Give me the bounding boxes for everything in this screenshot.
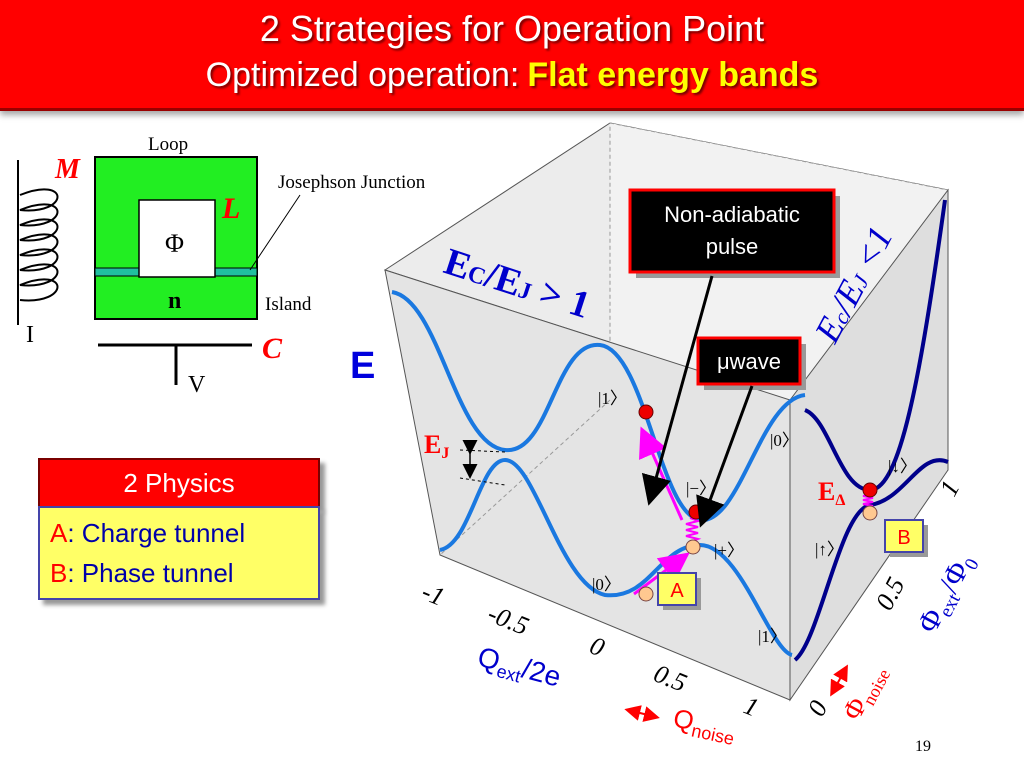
slide-title: 2 Strategies for Operation Point (259, 8, 765, 49)
q-tick-0: -1 (418, 577, 449, 612)
state-phase-up: |↑〉 (815, 540, 844, 559)
phi-tick-1: 0.5 (870, 573, 911, 615)
page-number: 19 (915, 738, 931, 755)
pulse-box (628, 188, 836, 274)
charge-band-lower (439, 457, 793, 657)
dot-red-b (862, 482, 878, 498)
mwave-label: μwave (717, 349, 781, 374)
circuit-schematic: M I Φ n Loop L Josephson Junction Island… (17, 134, 426, 398)
state-left-lower: |0〉 (592, 575, 621, 594)
state-right-lower: |1〉 (758, 627, 787, 646)
dot-red-mid (688, 504, 704, 520)
point-b-label: B (897, 527, 910, 549)
phi-tick-2: 1 (934, 476, 966, 501)
coil (17, 160, 59, 325)
energy-axis-label: E (350, 345, 375, 387)
junction-pointer (249, 194, 301, 271)
title-bar: 2 Strategies for Operation Point Optimiz… (0, 0, 1024, 111)
mwave-box (696, 336, 802, 386)
physics-item-b: B: Phase tunnel (50, 558, 234, 589)
flux-box (138, 199, 216, 278)
island-symbol: n (168, 288, 181, 314)
label-v: V (188, 372, 206, 398)
point-b-box (884, 519, 924, 553)
ej-dash-lower (459, 477, 506, 486)
physics-list: A: Charge tunnel B: Phase tunnel (38, 506, 320, 600)
state-right-upper: |0〉 (770, 431, 799, 450)
label-l: L (221, 192, 240, 225)
label-c: C (262, 332, 283, 365)
q-tick-1: -0.5 (484, 599, 533, 641)
q-noise-label: Qnoise (670, 703, 739, 749)
state-left-upper: |1〉 (598, 389, 627, 408)
phi-noise-arrow (830, 664, 848, 697)
state-mid-plus: |+〉 (714, 541, 744, 560)
ej-label: EJ (424, 430, 449, 462)
pulse-pointer-1 (641, 275, 714, 506)
state-mid-minus: |−〉 (686, 479, 716, 498)
q-axis-label: Qext/2e (473, 641, 564, 697)
q-noise-arrow (624, 705, 660, 722)
dot-peach-a (638, 586, 654, 602)
junction-label: Josephson Junction (278, 172, 426, 193)
loop-label: Loop (148, 134, 188, 155)
dot-peach-mid (685, 539, 701, 555)
physics-key-b: B (50, 558, 68, 588)
flux-symbol: Φ (165, 229, 184, 258)
physics-item-a: A: Charge tunnel (50, 518, 245, 549)
label-m: M (54, 154, 81, 185)
point-a-label: A (670, 580, 684, 602)
phi-axis-label: Φext/Φ0 (911, 548, 984, 640)
physics-text-a: : Charge tunnel (67, 518, 246, 548)
subtitle-highlight: Flat energy bands (527, 56, 819, 94)
point-a-box (657, 572, 697, 606)
cube-right-face (789, 188, 949, 702)
q-tick-3: 0.5 (650, 659, 691, 698)
state-phase-down: |↓〉 (888, 457, 917, 476)
physics-header: 2 Physics (38, 458, 320, 508)
pulse-label-line1: Non-adiabatic (664, 202, 800, 227)
edelta-label: EΔ (818, 477, 845, 509)
label-i: I (26, 322, 34, 348)
q-tick-2: 0 (586, 631, 609, 663)
phi-tick-0: 0 (802, 696, 834, 721)
island-label: Island (265, 294, 312, 315)
charge-band-upper (391, 290, 806, 523)
subtitle-prefix: Optimized operation: (205, 56, 520, 94)
dot-red-upper-left (638, 404, 654, 420)
mwave-pointer (696, 385, 754, 528)
phase-band-upper (804, 199, 947, 493)
slide-subtitle: Optimized operation:Flat energy bands (0, 56, 1024, 95)
transition-spring-a (685, 517, 702, 543)
dot-peach-b (862, 505, 878, 521)
physics-key-a: A (50, 518, 68, 548)
q-tick-4: 1 (740, 691, 763, 723)
pulse-label-line2: pulse (706, 234, 759, 259)
physics-text-b: : Phase tunnel (67, 558, 234, 588)
